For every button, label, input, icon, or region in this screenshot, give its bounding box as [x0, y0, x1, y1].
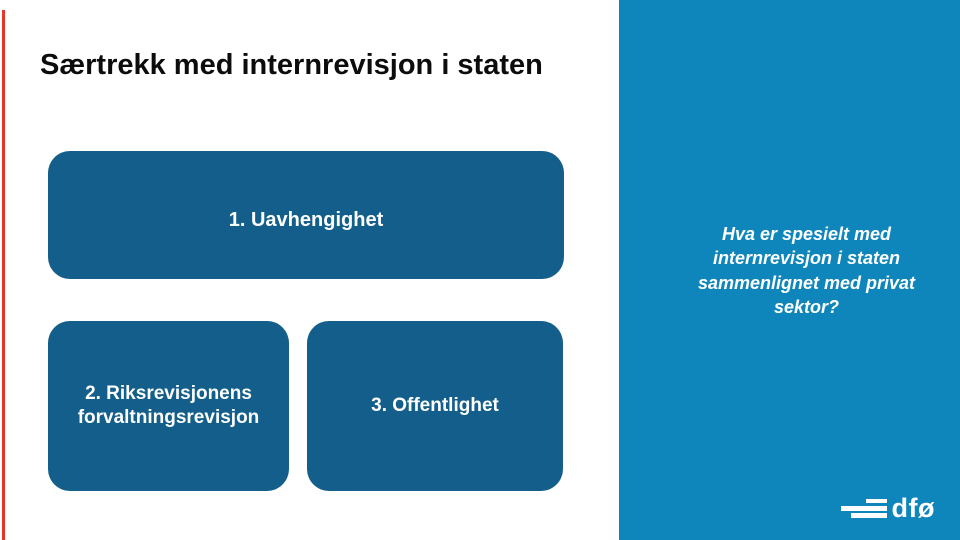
box-label-line: forvaltningsrevisjon [77, 407, 260, 428]
box-label: 3. Offentlighet [371, 395, 499, 416]
logo-text: dfø [891, 493, 935, 523]
dfo-logo: dfø [840, 493, 935, 523]
left-accent-line [2, 10, 5, 540]
logo-bar-icon [850, 513, 887, 518]
box-riksrevisjonens-forvaltningsrevisjon: 2. Riksrevisjonens forvaltningsrevisjon [48, 321, 289, 491]
logo-bar-icon [865, 499, 887, 503]
question-line: sektor? [773, 296, 840, 317]
box-label: 1. Uavhengighet [228, 208, 384, 231]
right-panel: Hva er spesielt med internrevisjon i sta… [619, 0, 960, 540]
question-line: sammenlignet med privat [697, 272, 916, 293]
logo-bar-icon [840, 506, 887, 511]
sidebar-question: Hva er spesielt med internrevisjon i sta… [661, 222, 952, 319]
box-uavhengighet: 1. Uavhengighet [48, 151, 564, 279]
question-line: internrevisjon i staten [712, 248, 901, 269]
question-line: Hva er spesielt med [721, 224, 892, 244]
logo-bars-icon [840, 499, 887, 518]
box-label-line: 2. Riksrevisjonens [85, 382, 252, 404]
slide-title: Særtrekk med internrevisjon i staten [40, 49, 543, 82]
box-offentlighet: 3. Offentlighet [307, 321, 563, 491]
